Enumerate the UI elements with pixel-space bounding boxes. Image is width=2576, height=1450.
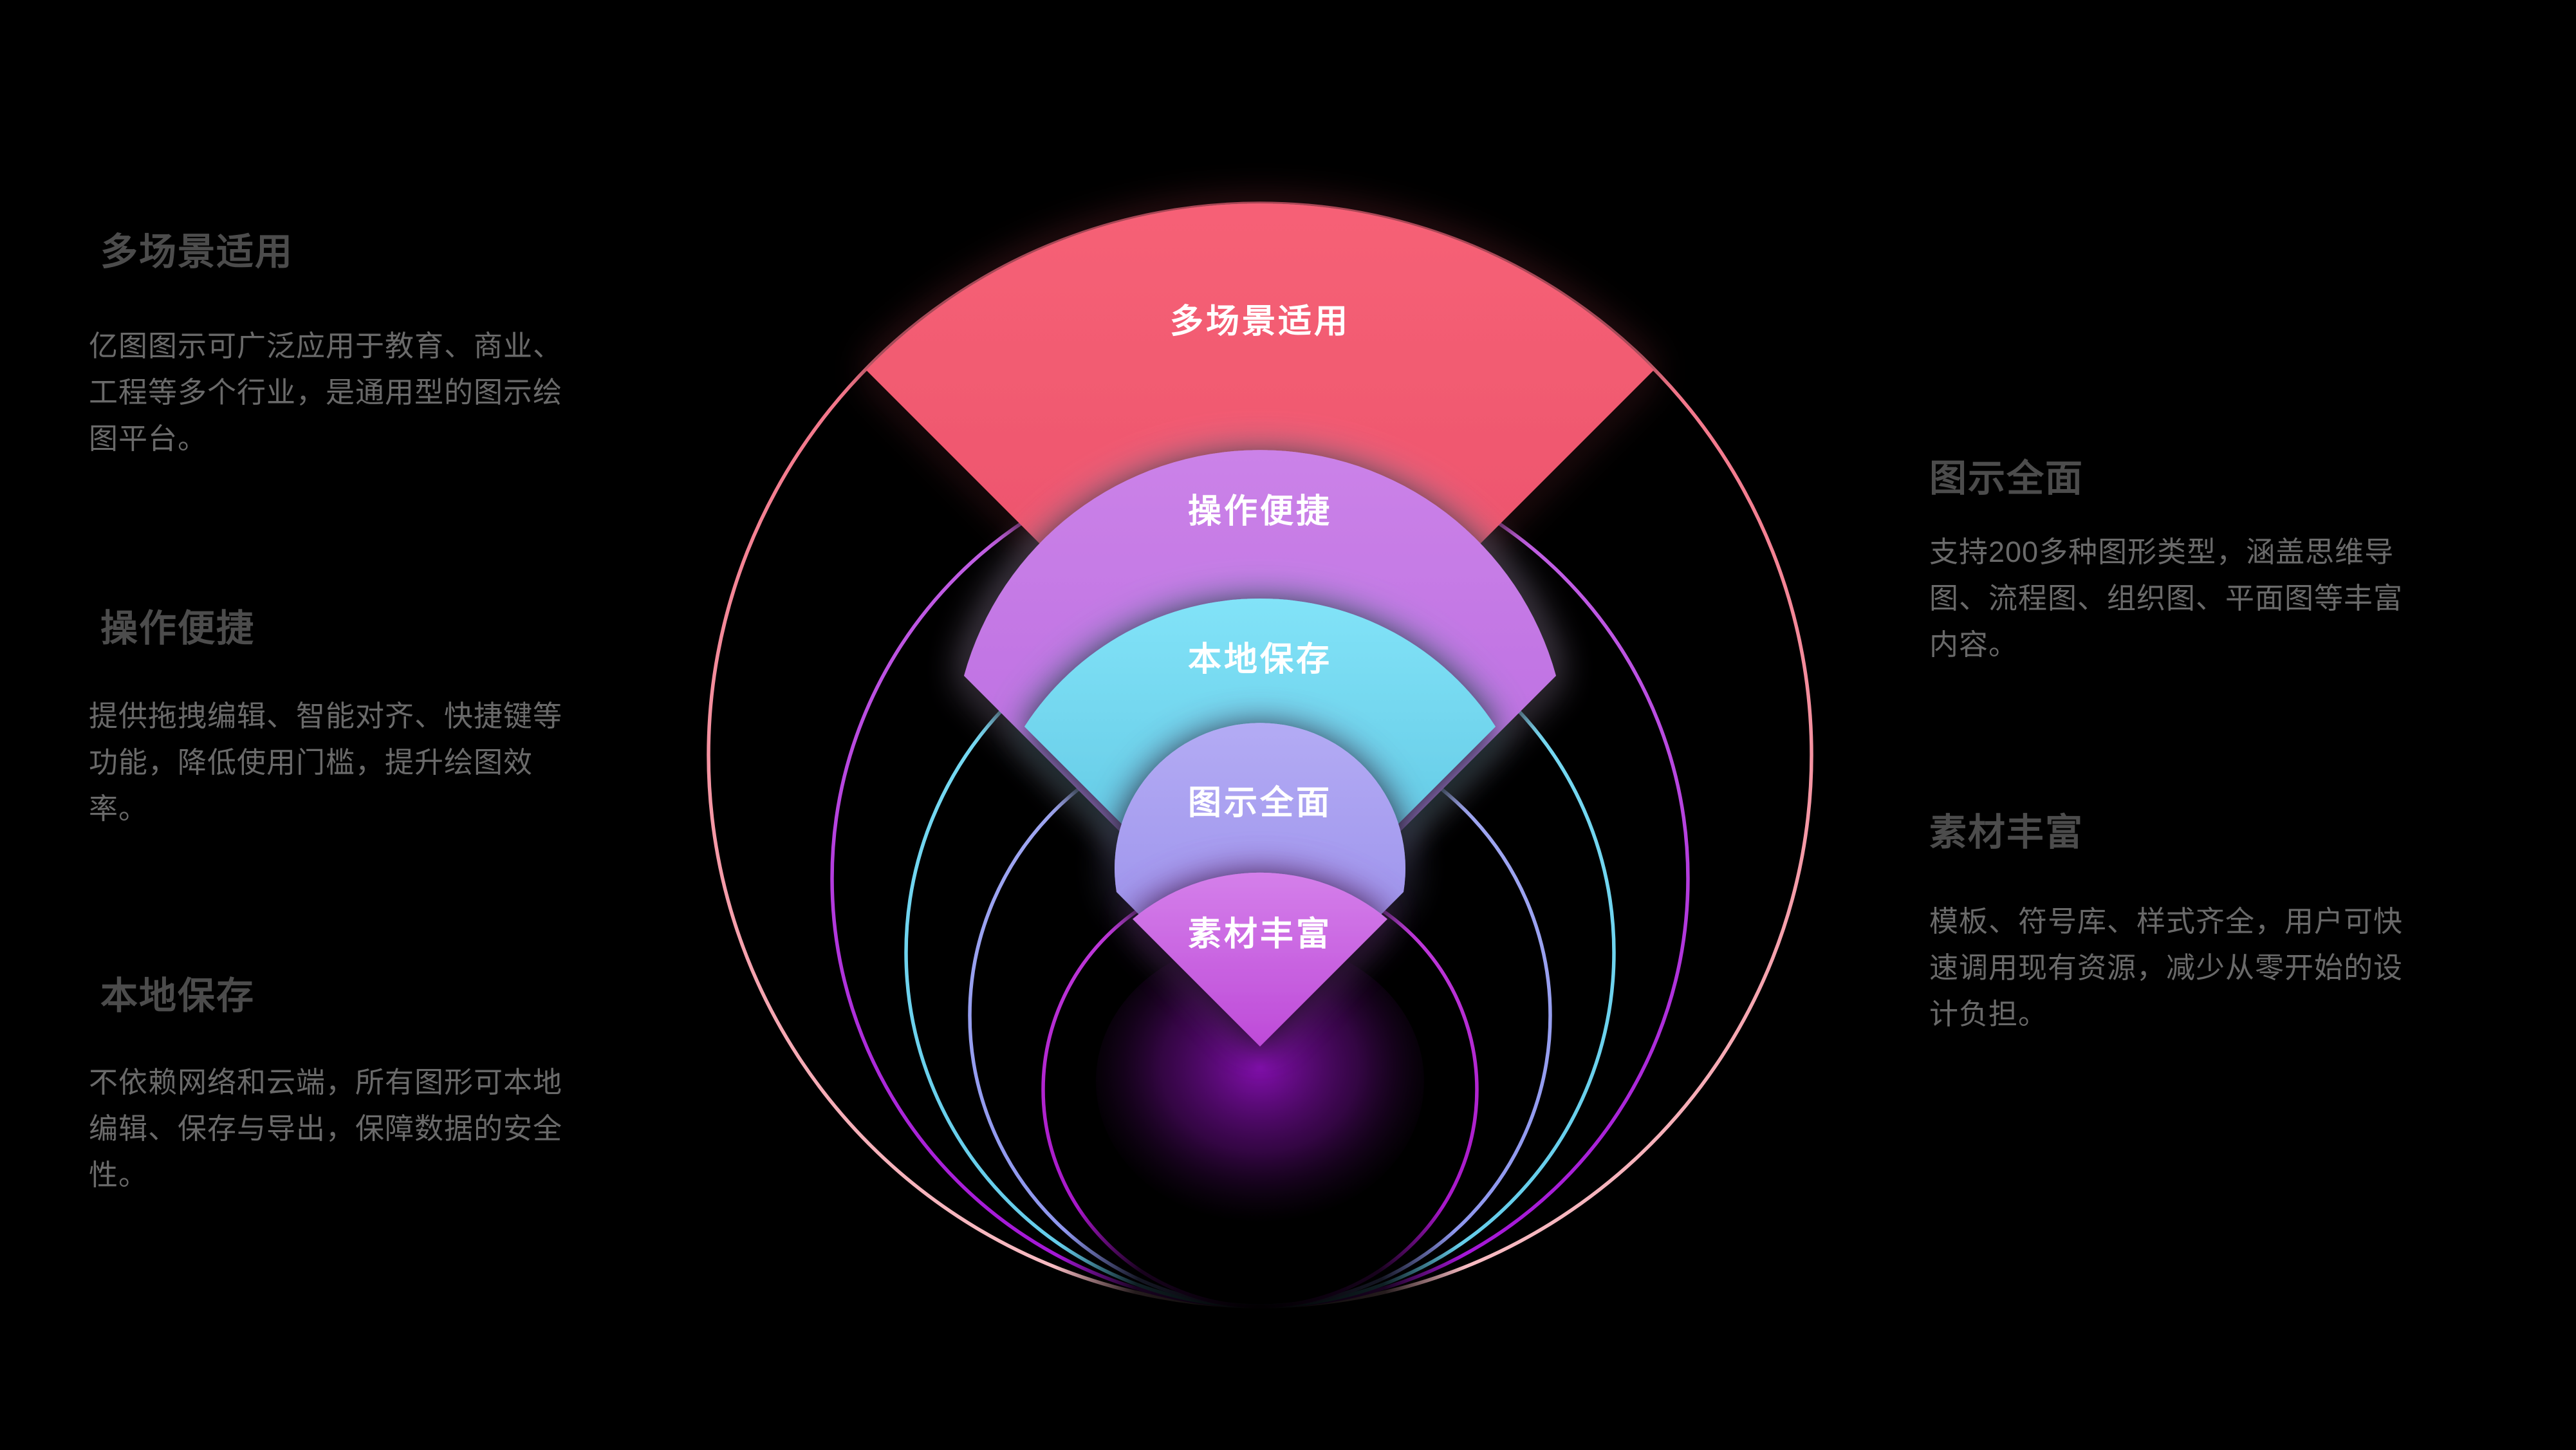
section-body: 模板、符号库、样式齐全，用户可快 速调用现有资源，减少从零开始的设 计负担。 [1929, 904, 2404, 1030]
funnel-wedges [866, 203, 1654, 1223]
section-title: 本地保存 [100, 975, 255, 1017]
section-body: 提供拖拽编辑、智能对齐、快捷键等 功能，降低使用门槛，提升绘图效 率。 [89, 699, 563, 825]
wedge-label-3: 本地保存 [1188, 641, 1332, 678]
wedge-label-4: 图示全面 [1188, 784, 1332, 822]
section-body: 支持200多种图形类型，涵盖思维导 图、流程图、组织图、平面图等丰富 内容。 [1929, 535, 2404, 661]
wedge-label-1: 多场景适用 [1170, 303, 1350, 340]
section-body: 不依赖网络和云端，所有图形可本地 编辑、保存与导出，保障数据的安全 性。 [89, 1065, 563, 1191]
apex-glow [1096, 940, 1424, 1223]
wedge-5 [1133, 872, 1387, 1046]
section-comprehensive-diagrams: 图示全面 支持200多种图形类型，涵盖思维导 图、流程图、组织图、平面图等丰富 … [1929, 458, 2463, 668]
section-title: 多场景适用 [100, 231, 294, 273]
section-title: 操作便捷 [100, 608, 255, 649]
section-easy-operation: 操作便捷 提供拖拽编辑、智能对齐、快捷键等 功能，降低使用门槛，提升绘图效 率。 [89, 608, 641, 832]
section-local-save: 本地保存 不依赖网络和云端，所有图形可本地 编辑、保存与导出，保障数据的安全 性… [89, 975, 641, 1198]
wedge-label-2: 操作便捷 [1188, 493, 1332, 530]
funnel-labels: 多场景适用 操作便捷 本地保存 图示全面 素材丰富 [1170, 303, 1350, 953]
section-title: 图示全面 [1929, 458, 2084, 499]
section-title: 素材丰富 [1929, 812, 2084, 853]
section-multi-scenario: 多场景适用 亿图图示可广泛应用于教育、商业、 工程等多个行业，是通用型的图示绘 … [89, 231, 641, 462]
section-rich-materials: 素材丰富 模板、符号库、样式齐全，用户可快 速调用现有资源，减少从零开始的设 计… [1929, 812, 2463, 1037]
wedge-label-5: 素材丰富 [1188, 916, 1332, 953]
section-body: 亿图图示可广泛应用于教育、商业、 工程等多个行业，是通用型的图示绘 图平台。 [89, 329, 563, 455]
